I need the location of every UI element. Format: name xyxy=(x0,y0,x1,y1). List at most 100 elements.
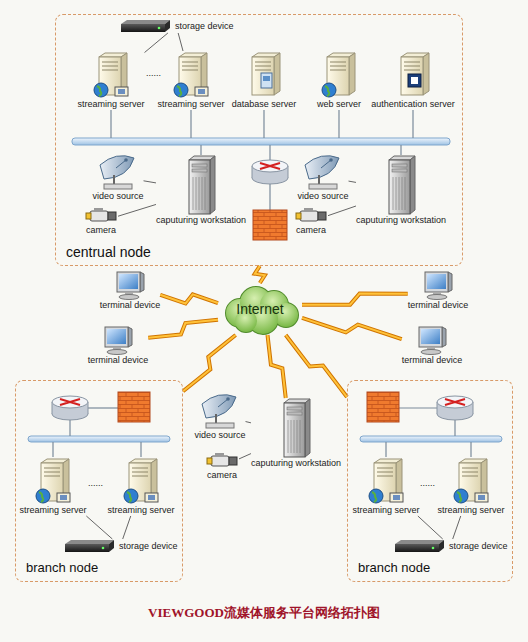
node-label: Internet xyxy=(236,301,283,317)
graphic-part xyxy=(86,213,91,219)
graphic-part xyxy=(330,66,346,67)
lightning-link xyxy=(286,335,347,397)
server-icon xyxy=(33,457,73,505)
graphic-part xyxy=(198,89,205,94)
graphic-part xyxy=(325,86,329,96)
device-node: storage device xyxy=(393,539,508,553)
graphic-part xyxy=(448,272,452,292)
node-label: authentication server xyxy=(371,99,455,110)
graphic-part xyxy=(128,327,132,347)
device-node: camera xyxy=(294,207,328,236)
graphic-part xyxy=(405,177,406,210)
graphic-part xyxy=(132,472,148,473)
graphic-part xyxy=(206,423,234,428)
ws-icon xyxy=(385,155,417,215)
cable-stroke xyxy=(453,516,461,539)
graphic-part xyxy=(52,396,88,408)
lightning-shadow xyxy=(160,294,218,303)
graphic-part xyxy=(269,184,270,210)
lightning-link xyxy=(255,266,265,283)
bus-wire xyxy=(200,145,201,155)
lightning-shadow xyxy=(268,335,286,398)
graphic-part xyxy=(119,274,138,289)
graphic-part xyxy=(215,453,224,456)
server-icon xyxy=(366,457,406,505)
cable-link xyxy=(239,454,251,459)
graphic-part xyxy=(124,158,128,162)
lightning-shadow xyxy=(183,335,236,391)
graphic-part xyxy=(202,177,203,210)
graphic-part xyxy=(300,211,318,221)
graphic-part xyxy=(318,175,320,184)
server-icon xyxy=(91,51,131,99)
lightning-shadow xyxy=(286,335,347,397)
node-label: streaming server xyxy=(19,505,86,516)
firewall-icon xyxy=(367,392,399,422)
graphic-part xyxy=(69,420,70,436)
graphic-part xyxy=(404,70,420,71)
graphic-part xyxy=(318,212,326,220)
graphic-part xyxy=(97,86,101,96)
bus-wire xyxy=(110,110,111,138)
graphic-part xyxy=(196,177,197,210)
wire-group xyxy=(53,110,471,457)
graphic-part xyxy=(305,399,310,457)
node-label: caputuring workstation xyxy=(251,458,341,469)
cable-stroke xyxy=(239,454,251,459)
ellipsis-label: ...... xyxy=(420,478,435,489)
graphic-part xyxy=(462,468,478,469)
graphic-part xyxy=(255,62,271,63)
wire-group xyxy=(70,145,455,436)
node-label: terminal device xyxy=(402,355,463,366)
graphic-part xyxy=(116,160,126,168)
cable-link xyxy=(453,516,461,539)
graphic-part xyxy=(287,412,302,415)
graphic-part xyxy=(261,73,272,88)
network-zone: storage devicestreaming serverstreaming … xyxy=(55,14,463,266)
bus-wire xyxy=(385,442,386,457)
graphic-part xyxy=(425,272,448,292)
graphic-part xyxy=(127,492,131,502)
graphic-part xyxy=(252,160,288,172)
graphic-part xyxy=(297,420,298,453)
graphic-part xyxy=(304,208,313,211)
node-label: streaming server xyxy=(437,505,504,516)
graphic-part xyxy=(104,184,132,189)
lightning-stroke xyxy=(268,335,286,398)
device-node: streaming server xyxy=(107,457,174,516)
graphic-part xyxy=(199,177,200,210)
lightning-stroke xyxy=(183,335,236,391)
node-label: streaming server xyxy=(157,99,224,110)
device-node: caputuring workstation xyxy=(156,155,246,226)
graphic-part xyxy=(39,492,43,502)
firewall-icon xyxy=(118,392,150,422)
graphic-part xyxy=(462,472,478,473)
server-icon xyxy=(451,457,491,505)
graphic-part xyxy=(102,66,118,67)
graphic-part xyxy=(296,213,301,219)
graphic-part xyxy=(119,295,139,300)
device-node: streaming server xyxy=(157,51,224,110)
firewall-icon xyxy=(253,210,287,240)
graphic-part xyxy=(65,540,114,544)
server-icon xyxy=(319,51,359,99)
graphic-part xyxy=(260,163,280,169)
graphic-part xyxy=(395,544,439,552)
graphic-part xyxy=(462,476,478,477)
graphic-part xyxy=(90,211,108,221)
ellipsis-label: ...... xyxy=(146,68,161,79)
storage-icon xyxy=(119,19,171,33)
device-node: storage device xyxy=(119,19,234,33)
server-icon xyxy=(393,51,433,99)
graphic-part xyxy=(252,57,274,95)
graphic-part xyxy=(291,420,292,453)
network-bus xyxy=(28,436,170,442)
zone-heading: branch node xyxy=(358,560,430,576)
graphic-part xyxy=(300,420,301,453)
graphic-part xyxy=(475,493,488,502)
cable-stroke xyxy=(118,204,156,216)
graphic-part xyxy=(330,70,346,71)
graphic-part xyxy=(193,177,194,210)
cloud-node: Internet xyxy=(218,283,302,335)
graphic-part xyxy=(102,547,105,550)
